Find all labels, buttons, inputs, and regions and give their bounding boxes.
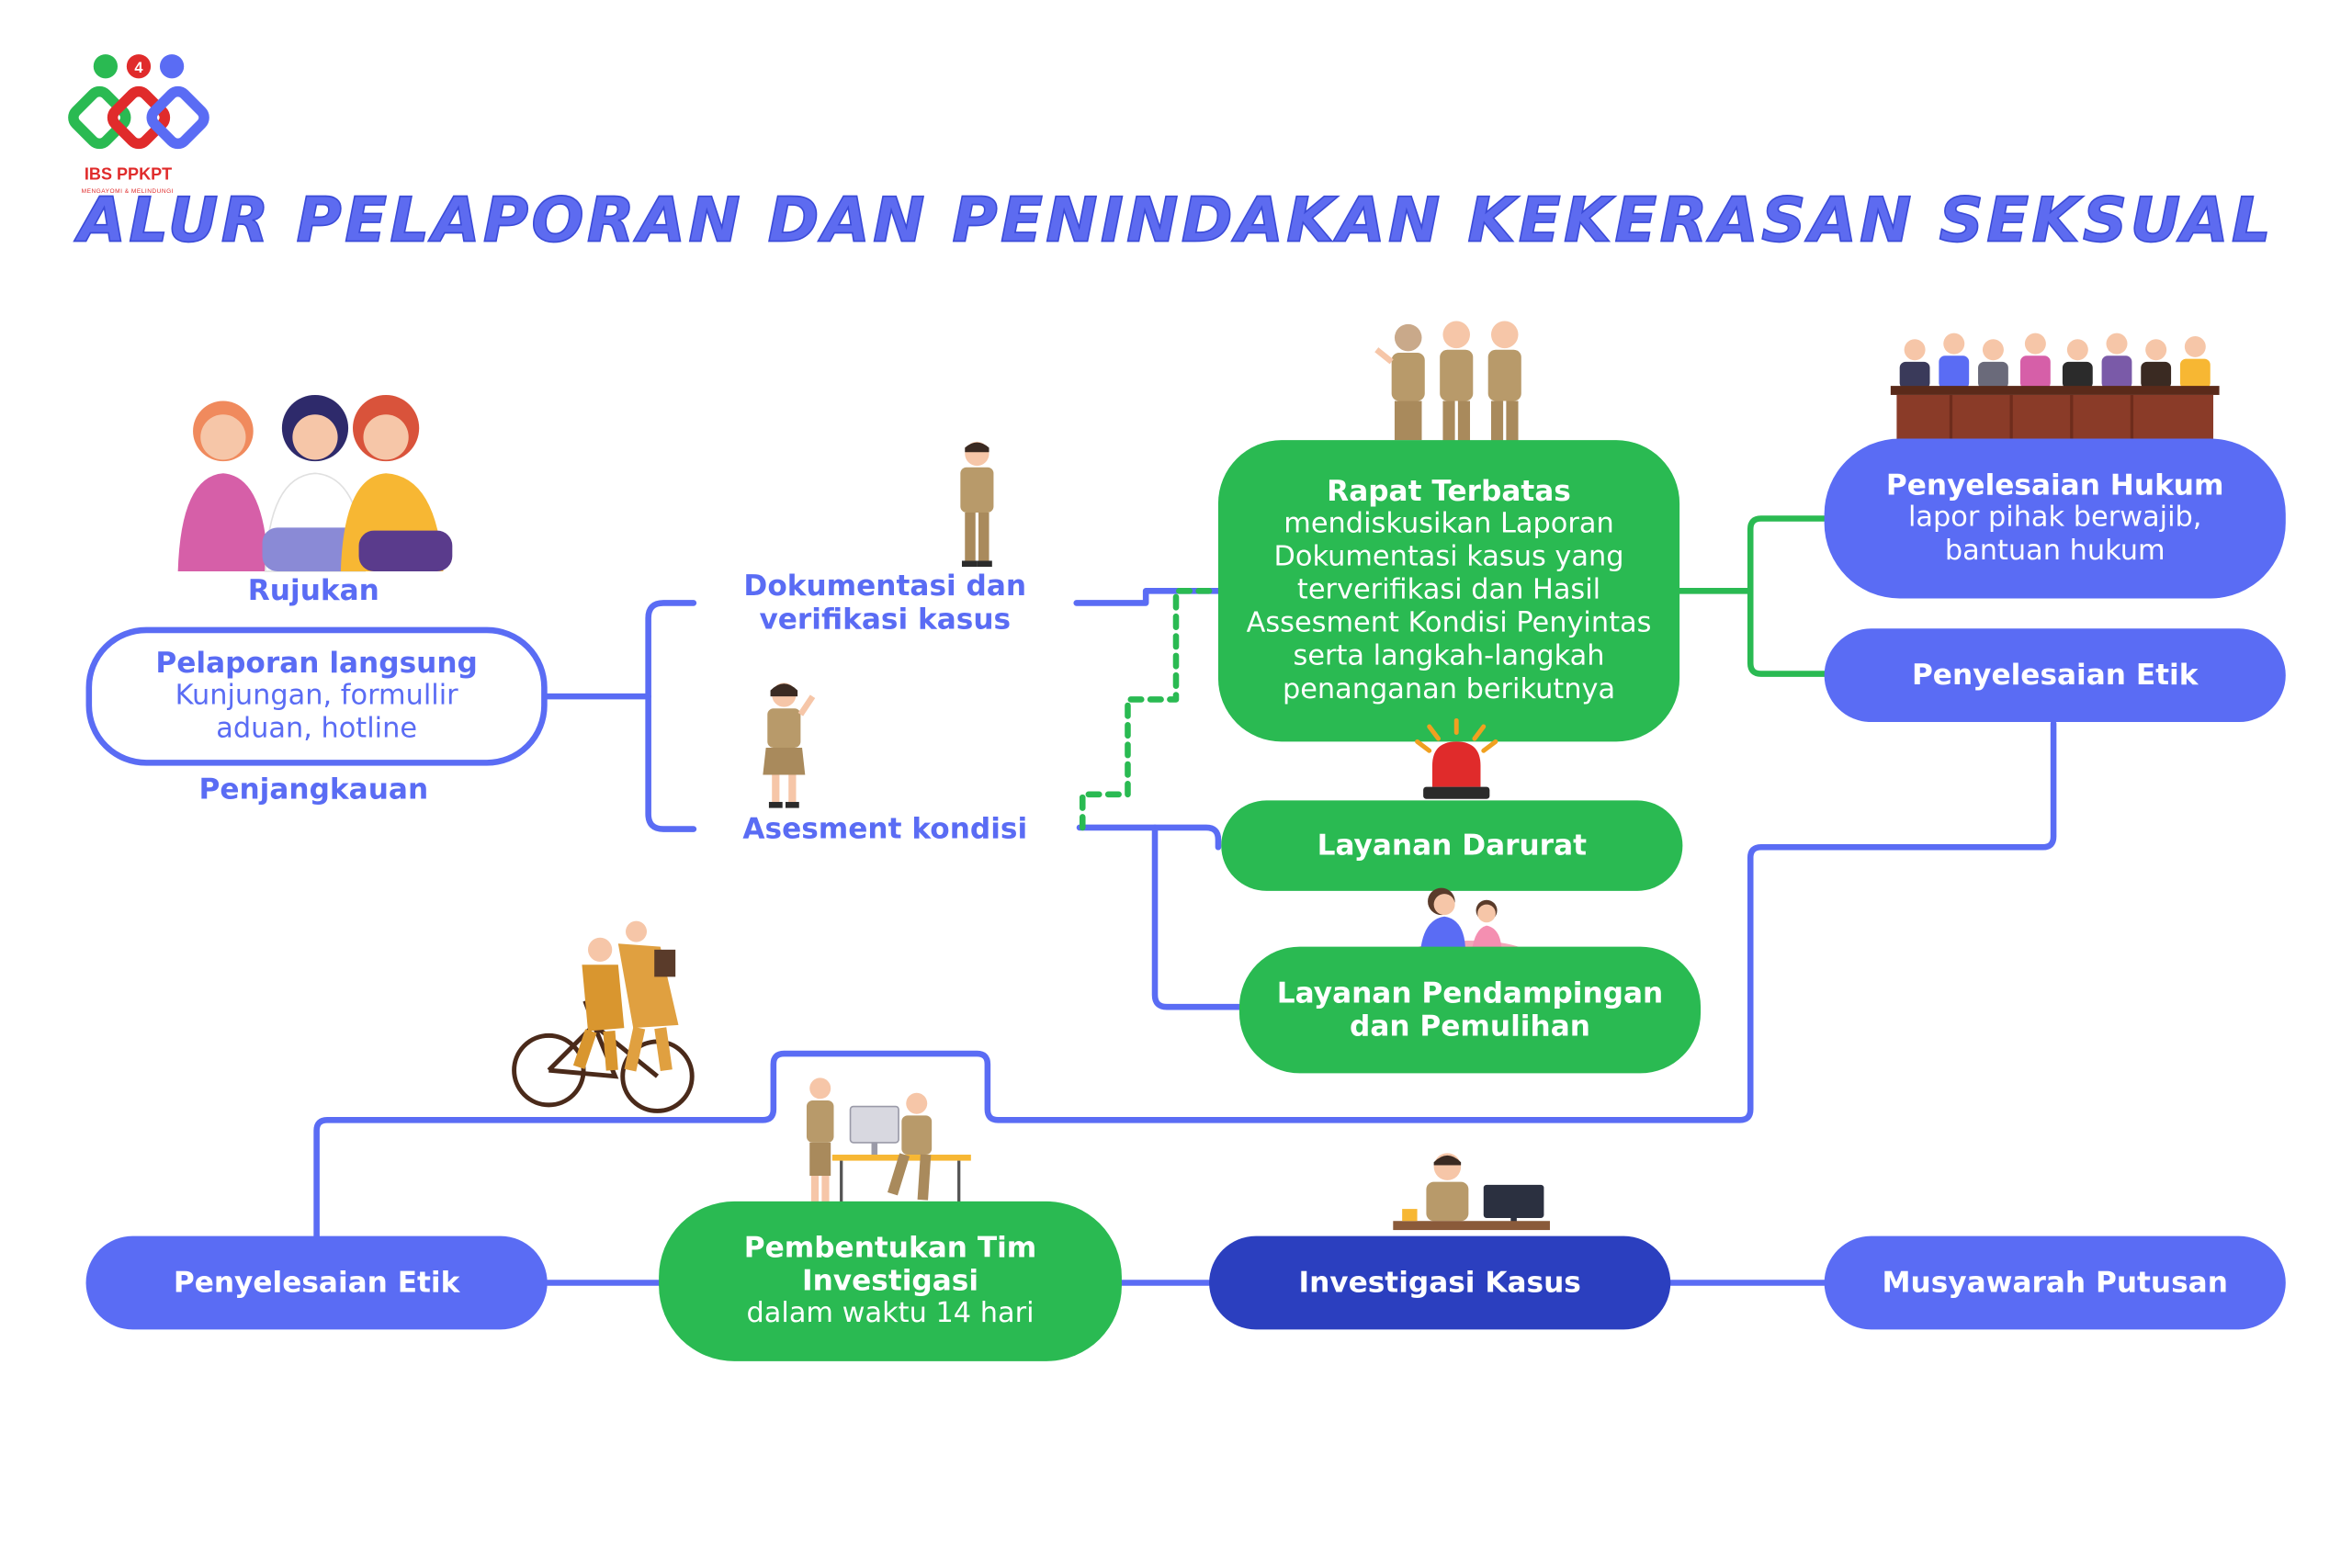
meeting-line-6: penanganan berikutnya [1282,673,1616,705]
legal-resolution-sub-1: lapor pihak berwajib, [1907,502,2202,534]
meeting-line-1: mendiskusikan Laporan [1283,508,1614,540]
legal-resolution-title: Penyelesaian Hukum [1885,468,2224,502]
case-investigation-label: Investigasi Kasus [1298,1266,1581,1300]
decision-deliberation-node[interactable]: Musyawarah Putusan [1824,1235,2286,1330]
logo-badge: 4 [134,60,143,76]
direct-report-sub-1: Kunjungan, formullir [175,680,458,712]
outreach-label: Penjangkauan [198,773,429,807]
legal-resolution-node[interactable]: Penyelesaian Hukum lapor pihak berwajib,… [1824,438,2286,599]
meeting-line-5: serta langkah-langkah [1293,640,1605,672]
ethics-resolution-node[interactable]: Penyelesaian Etik [1824,628,2286,723]
page-title: ALUR PELAPORAN DAN PENINDAKAN KEKERASAN … [77,183,2275,256]
assessment-label: Asesment kondisi [742,812,1028,846]
ethics-resolution-bottom-label: Penyelesaian Etik [173,1266,460,1300]
officer-woman-illustration [763,682,816,808]
team-formation-sub: dalam waktu 14 hari [746,1297,1035,1330]
emergency-service-label: Layanan Darurat [1317,829,1588,863]
investigation-team-illustration [806,1077,971,1215]
ethics-resolution-bottom-node[interactable]: Penyelesaian Etik [85,1235,548,1330]
case-investigation-node[interactable]: Investigasi Kasus [1209,1235,1671,1330]
limited-meeting-node[interactable]: Rapat Terbatas mendiskusikan Laporan Dok… [1217,440,1680,742]
meeting-line-2: Dokumentasi kasus yang [1273,541,1624,573]
direct-report-node[interactable]: Pelaporan langsung Kunjungan, formullir … [85,626,548,766]
direct-report-sub-2: aduan, hotline [216,713,417,745]
tribunal-panel-illustration [1890,333,2220,453]
team-formation-node[interactable]: Pembentukan Tim Investigasi dalam waktu … [659,1201,1122,1361]
desk-officer-illustration [1393,1153,1550,1231]
meeting-title: Rapat Terbatas [1327,474,1571,509]
direct-report-title: Pelaporan langsung [155,647,478,681]
decision-deliberation-label: Musyawarah Putusan [1882,1266,2228,1300]
siren-icon [1415,717,1498,799]
team-formation-line-1: Pembentukan Tim [743,1231,1037,1265]
assistance-service-line-2: dan Pemulihan [1350,1010,1590,1043]
team-formation-line-2: Investigasi [802,1264,979,1298]
logo: 4 IBS PPKPT MENGAYOMI & MELINDUNGI [68,49,212,199]
meeting-line-3: terverifikasi dan Hasil [1296,574,1601,606]
logo-tagline: MENGAYOMI & MELINDUNGI [81,186,175,195]
women-support-illustration [177,394,453,572]
documentation-line-2: verifikasi kasus [759,603,1012,637]
documentation-line-1: Dokumentasi dan [743,570,1027,604]
officials-group-illustration [1374,321,1521,444]
officer-illustration [960,441,994,568]
referral-label: Rujukan [247,574,379,608]
assistance-service-line-1: Layanan Pendampingan [1276,976,1664,1010]
documentation-label: Dokumentasi dan verifikasi kasus [708,570,1061,636]
bicycle-officers-illustration [512,920,695,1113]
meeting-line-4: Assesment Kondisi Penyintas [1246,607,1652,639]
logo-name: IBS PPKPT [84,165,173,185]
logo-mark-icon: 4 [68,54,209,150]
assistance-service-node[interactable]: Layanan Pendampingan dan Pemulihan [1238,946,1702,1074]
legal-resolution-sub-2: bantuan hukum [1944,535,2165,568]
ethics-resolution-label: Penyelesaian Etik [1911,659,2199,693]
emergency-service-node[interactable]: Layanan Darurat [1221,800,1683,891]
